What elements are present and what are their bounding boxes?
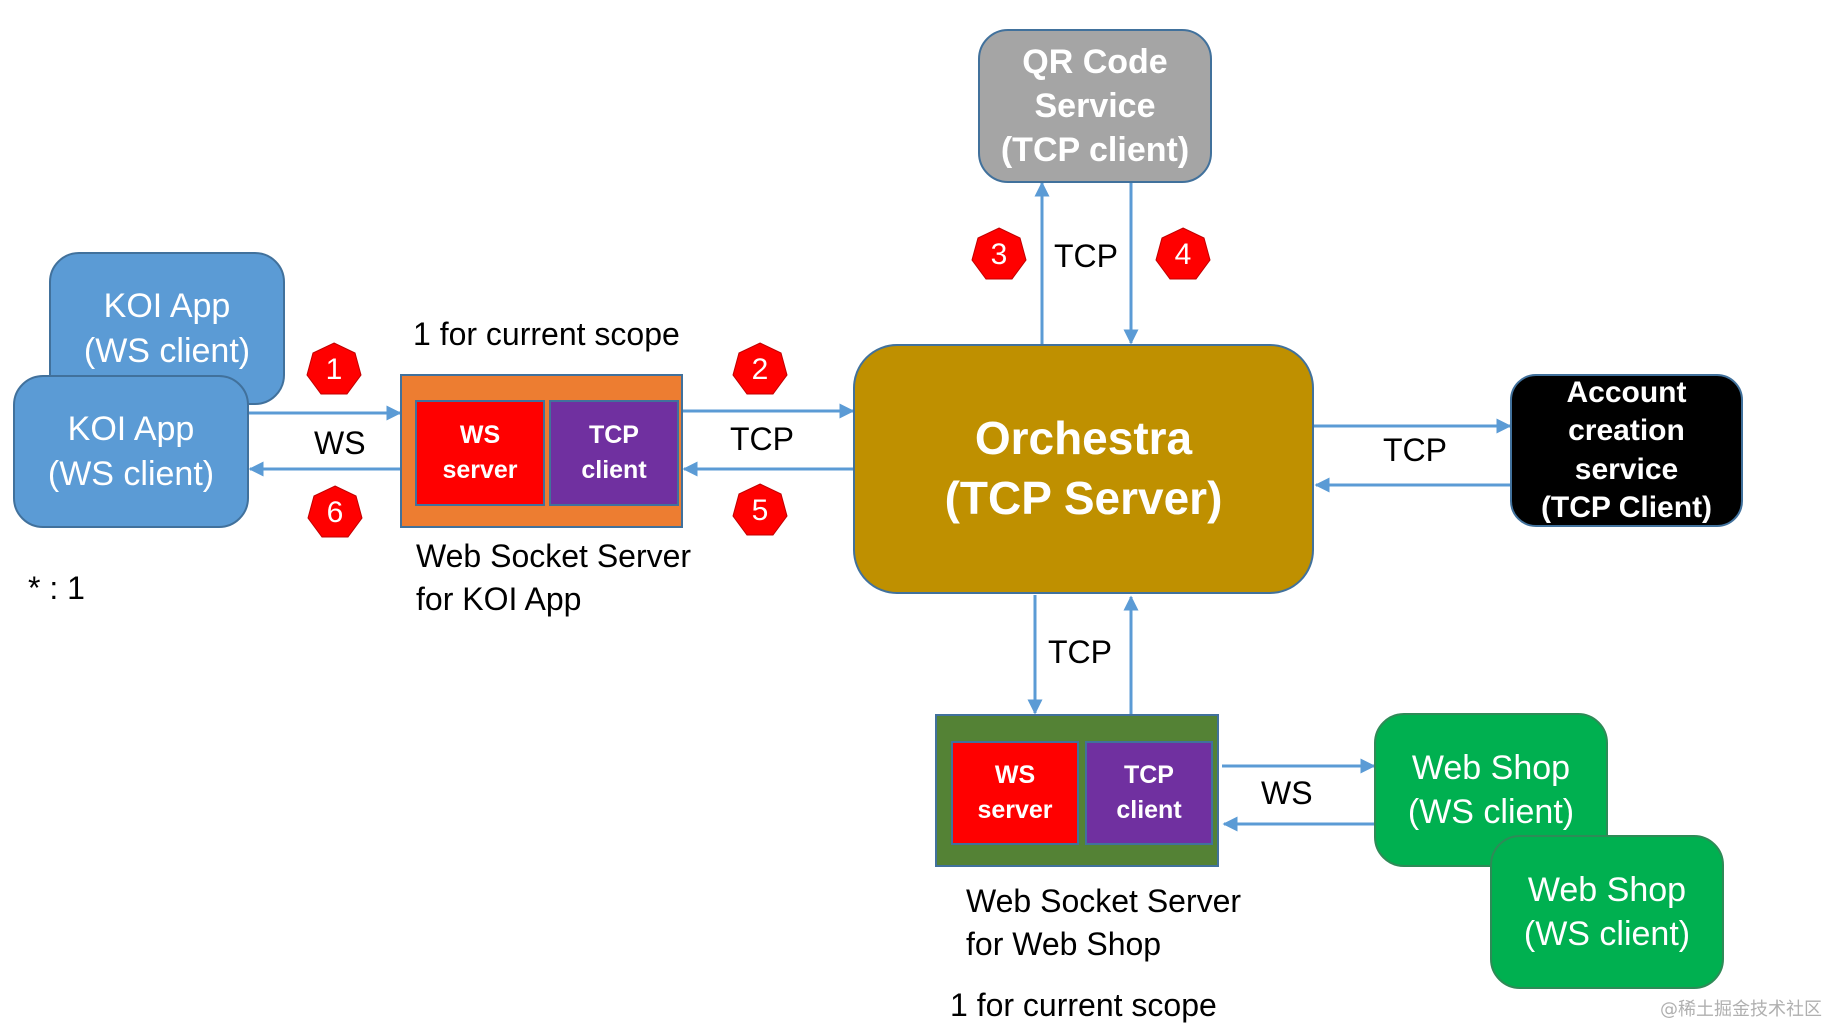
ws-server-shop-ws: WS server [951, 741, 1079, 845]
label-account-tcp: TCP [1383, 432, 1447, 468]
step-marker-3-label: 3 [990, 238, 1008, 271]
ws-server-shop-scope-note: 1 for current scope [950, 987, 1217, 1023]
web-shop-front: Web Shop (WS client) [1490, 835, 1724, 989]
ws-server-shop-container: WS server TCP client [935, 714, 1219, 867]
ws-server-koi-container: WS server TCP client [400, 374, 683, 528]
ws-server-shop-caption: Web Socket Server for Web Shop [966, 883, 1242, 963]
label-qr-tcp: TCP [1054, 238, 1118, 274]
step-marker-2: 2 [731, 341, 789, 399]
ws-server-koi-caption: Web Socket Server for KOI App [416, 538, 692, 618]
step-marker-1-label: 1 [325, 353, 343, 386]
footnote: * : 1 [28, 570, 85, 606]
step-marker-4-label: 4 [1174, 238, 1192, 271]
label-koi-tcp: TCP [730, 421, 794, 457]
account-creation-service: Account creation service (TCP Client) [1510, 374, 1743, 527]
label-shop-ws: WS [1261, 775, 1313, 811]
ws-server-koi-tcp: TCP client [549, 400, 679, 506]
step-marker-6: 6 [306, 484, 364, 542]
step-marker-5: 5 [731, 482, 789, 540]
ws-server-koi-ws: WS server [415, 400, 545, 506]
step-marker-3: 3 [970, 226, 1028, 284]
step-marker-4: 4 [1154, 226, 1212, 284]
ws-server-koi-scope-note: 1 for current scope [413, 316, 680, 352]
watermark-text: @稀土掘金技术社区 [1660, 999, 1822, 1020]
orchestra-tcp-server: Orchestra (TCP Server) [853, 344, 1314, 594]
step-marker-5-label: 5 [751, 494, 769, 527]
koi-app-front: KOI App (WS client) [13, 375, 249, 528]
step-marker-6-label: 6 [326, 496, 344, 529]
step-marker-1: 1 [305, 341, 363, 399]
label-shop-tcp: TCP [1048, 634, 1112, 670]
step-marker-2-label: 2 [751, 353, 769, 386]
ws-server-shop-tcp: TCP client [1085, 741, 1213, 845]
qr-code-service: QR Code Service (TCP client) [978, 29, 1212, 183]
label-koi-ws: WS [314, 425, 366, 461]
